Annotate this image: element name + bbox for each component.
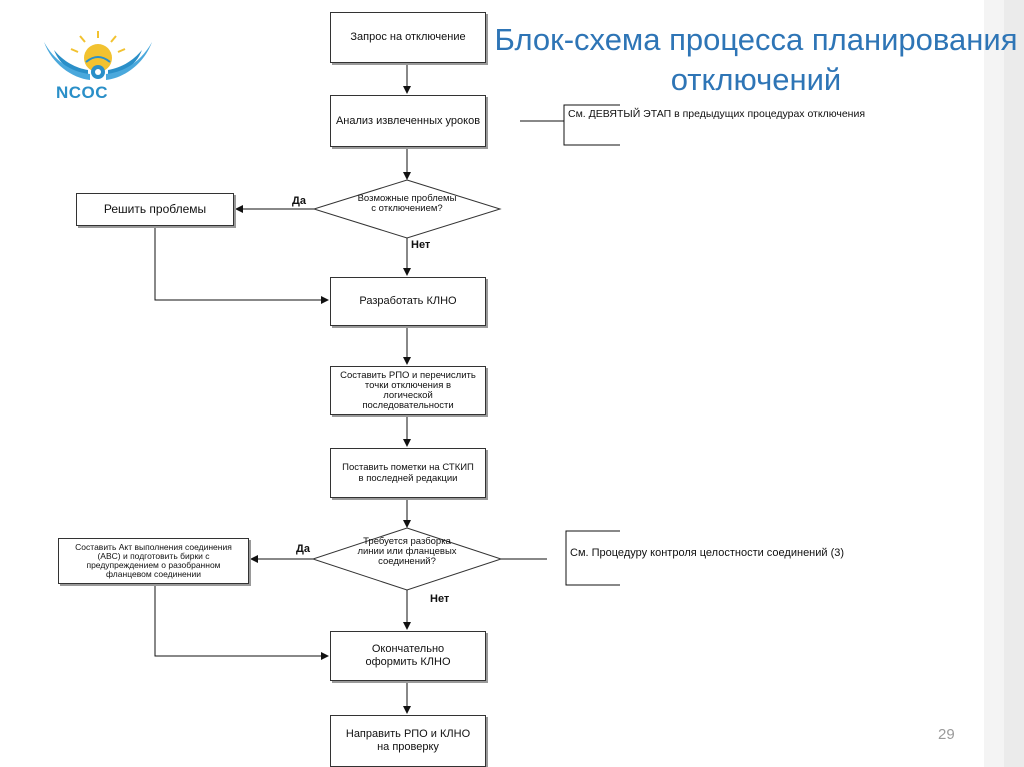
label-yes-2: Да xyxy=(296,543,310,555)
step-send-for-review: Направить РПО и КЛНО на проверку xyxy=(330,715,486,767)
page-title: Блок-схема процесса планирования отключе… xyxy=(494,22,1018,97)
step-mark-stkip: Поставить пометки на СТКИП в последней р… xyxy=(330,448,486,498)
step-solve-problems: Решить проблемы xyxy=(76,193,234,226)
ncoc-logo-icon xyxy=(44,31,152,80)
step-develop-klno: Разработать КЛНО xyxy=(330,277,486,326)
step-request: Запрос на отключение xyxy=(330,12,486,63)
step-compose-act: Составить Акт выполнения соединения (ABC… xyxy=(58,538,249,584)
page-number: 29 xyxy=(938,726,955,743)
step-compose-rpo: Составить РПО и перечислить точки отключ… xyxy=(330,366,486,415)
step-lessons: Анализ извлеченных уроков xyxy=(330,95,486,147)
note-ninth-stage: См. ДЕВЯТЫЙ ЭТАП в предыдущих процедурах… xyxy=(568,108,866,120)
label-no-1: Нет xyxy=(411,239,431,251)
note-integrity-procedure: См. Процедуру контроля целостности соеди… xyxy=(570,547,845,559)
decision-problems-text: Возможные проблемы с отключением? xyxy=(357,193,457,214)
label-yes-1: Да xyxy=(292,195,306,207)
decision-disassembly-text: Требуется разборка линии или фланцевых с… xyxy=(357,536,457,567)
label-no-2: Нет xyxy=(430,593,450,605)
step-finalize-klno: Окончательно оформить КЛНО xyxy=(330,631,486,681)
logo-text: NCOC xyxy=(56,83,109,102)
